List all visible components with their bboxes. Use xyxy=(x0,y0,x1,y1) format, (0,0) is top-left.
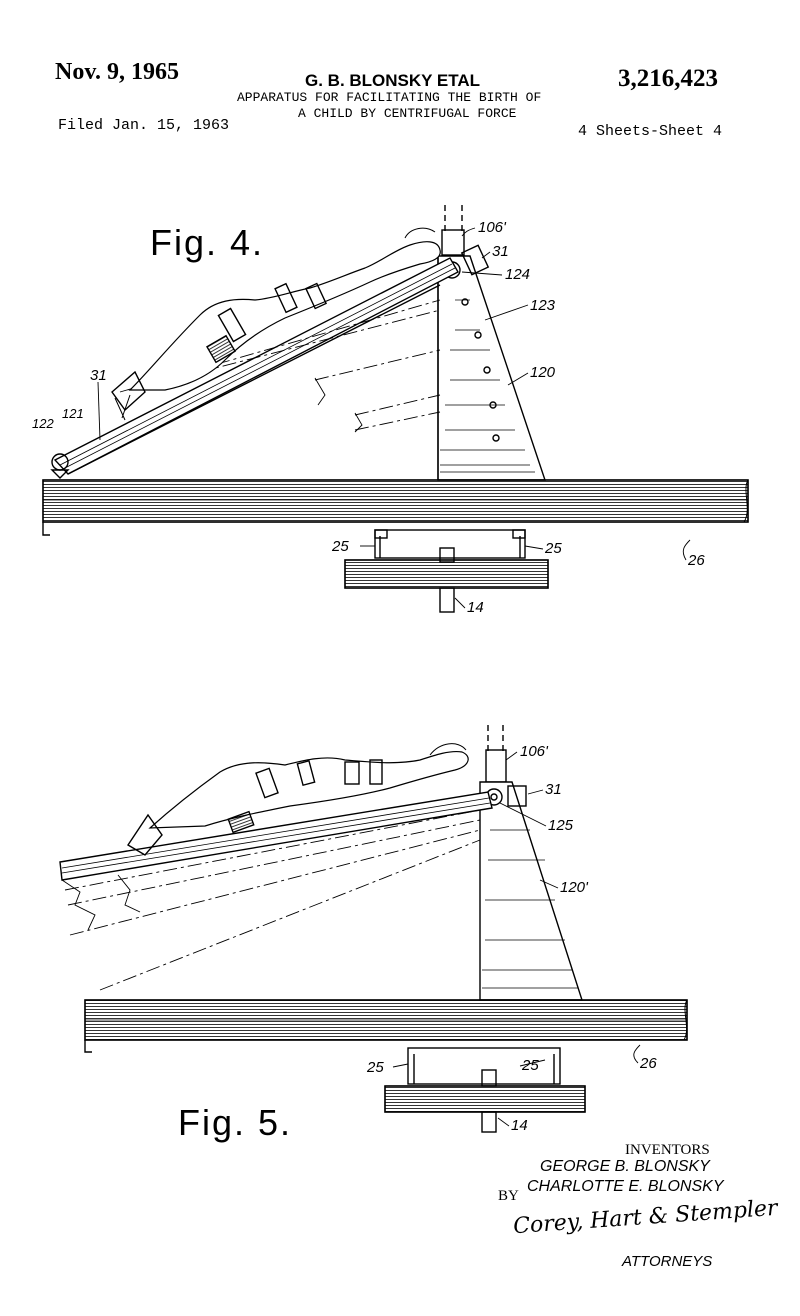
inventor-1: GEORGE B. BLONSKY xyxy=(540,1158,710,1175)
figure-4 xyxy=(42,205,749,613)
fig4-label: 120 xyxy=(530,364,556,381)
filed-date: Filed Jan. 15, 1963 xyxy=(58,117,230,134)
fig4-caption: Fig. 4. xyxy=(150,222,264,263)
fig4-label: 122 xyxy=(32,416,54,431)
fig5-caption: Fig. 5. xyxy=(178,1102,292,1143)
inventors-heading: INVENTORS xyxy=(625,1142,710,1158)
attorneys-label: ATTORNEYS xyxy=(622,1253,713,1270)
fig5-label: 106' xyxy=(520,743,549,760)
fig5-label: 25 xyxy=(366,1059,384,1076)
fig4-label: 25 xyxy=(331,538,349,555)
fig5-label: 31 xyxy=(545,781,562,798)
fig4-label: 31 xyxy=(492,243,509,260)
fig4-label: 31 xyxy=(90,367,107,384)
fig5-label: 125 xyxy=(548,817,574,834)
by-label: BY xyxy=(498,1188,519,1204)
fig5-label: 120' xyxy=(560,879,589,896)
fig4-label: 26 xyxy=(687,552,705,569)
fig4-label: 123 xyxy=(530,297,556,314)
inventor-2: CHARLOTTE E. BLONSKY xyxy=(527,1178,724,1195)
fig5-label: 25 xyxy=(521,1057,539,1074)
patent-date: Nov. 9, 1965 xyxy=(55,59,180,85)
fig4-label: 124 xyxy=(505,266,530,283)
sheet-count: 4 Sheets-Sheet 4 xyxy=(578,123,723,140)
figure-5 xyxy=(59,725,688,1133)
inventor-name: G. B. BLONSKY ETAL xyxy=(305,71,481,90)
patent-title-line2: A CHILD BY CENTRIFUGAL FORCE xyxy=(298,106,517,121)
fig5-label: 14 xyxy=(511,1117,528,1134)
fig4-label: 14 xyxy=(467,599,484,616)
patent-title-line1: APPARATUS FOR FACILITATING THE BIRTH OF xyxy=(237,90,542,105)
fig4-label: 106' xyxy=(478,219,507,236)
patent-number: 3,216,423 xyxy=(618,65,718,92)
fig5-label: 26 xyxy=(639,1055,657,1072)
fig4-label: 121 xyxy=(62,406,84,421)
fig4-label: 25 xyxy=(544,540,562,557)
